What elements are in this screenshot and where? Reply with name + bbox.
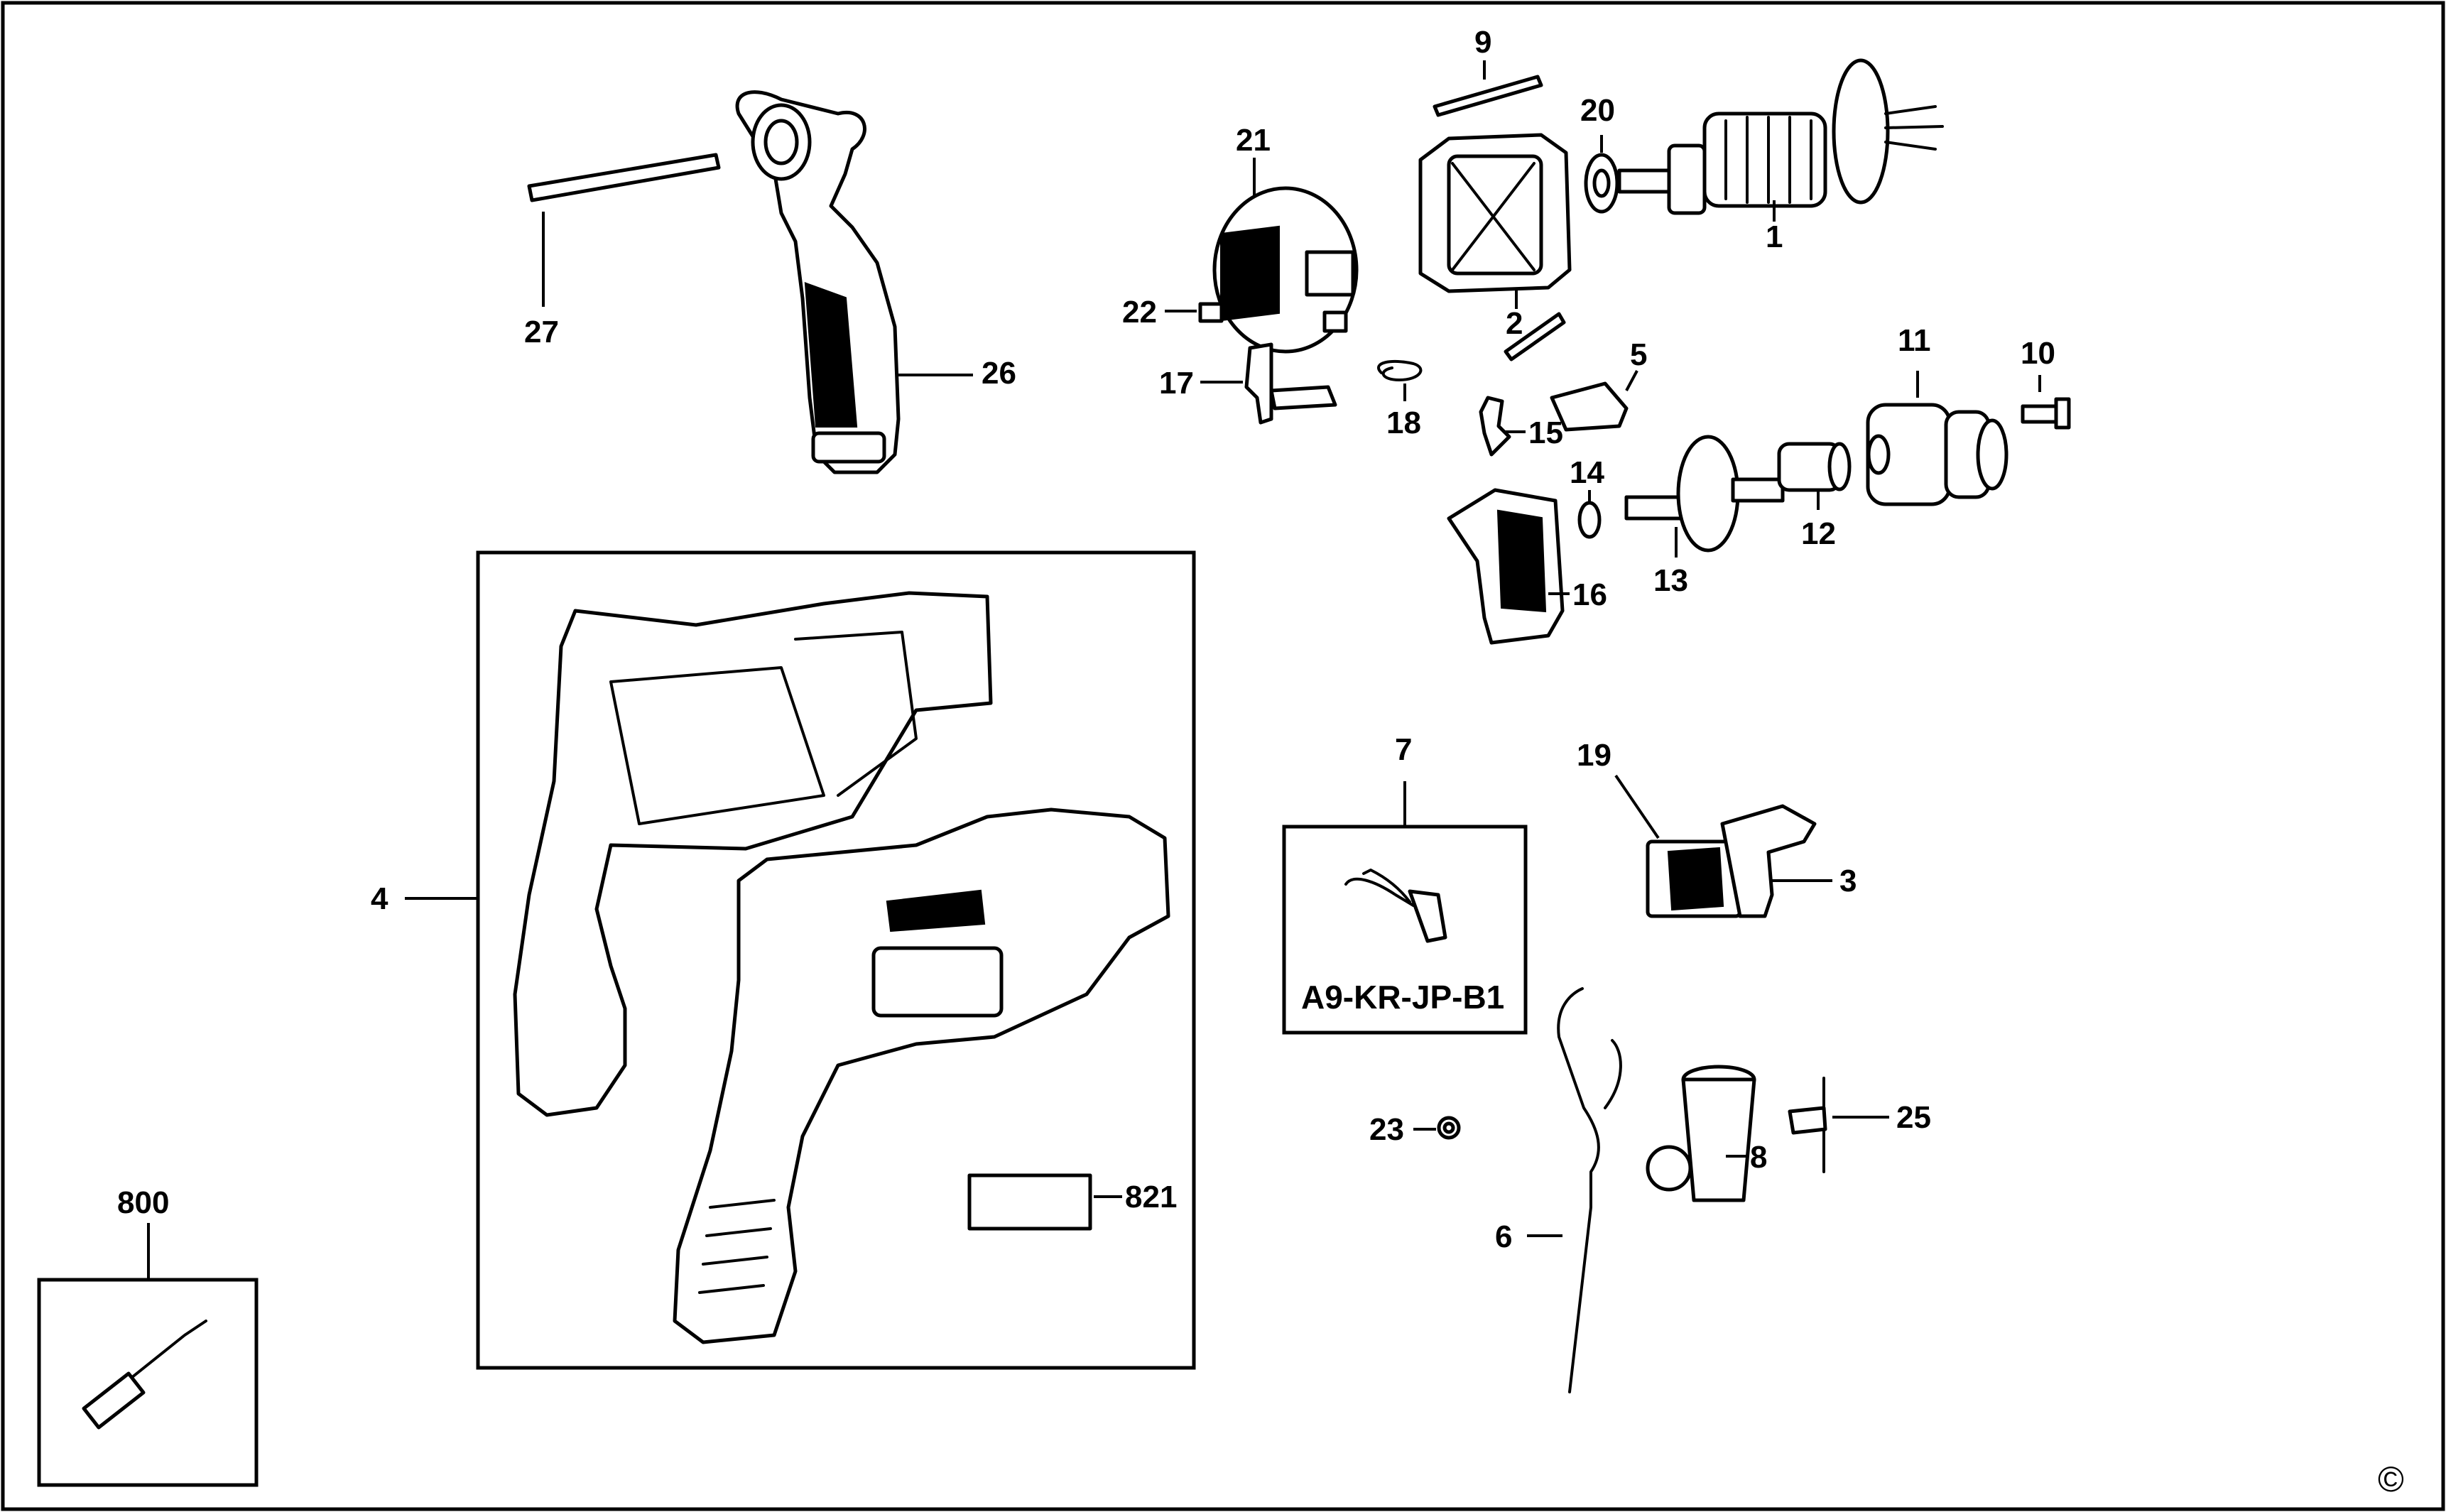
part-2-field-stator: 2	[1418, 133, 1572, 341]
part-26-side-handle: 26	[735, 90, 1016, 474]
part-19-switch: 19	[1577, 738, 1742, 918]
label-8: 8	[1750, 1140, 1767, 1175]
part-9-long-screw: 9	[1433, 25, 1566, 361]
part-11-chuck: 11	[1866, 323, 2009, 506]
label-17: 17	[1159, 366, 1194, 401]
part-800-cord-box: 800	[37, 1185, 259, 1487]
label-23: 23	[1369, 1112, 1404, 1147]
part-4-housing-frame	[476, 550, 1196, 1370]
part-14-ring: 14	[1570, 455, 1604, 539]
label-10: 10	[2021, 336, 2055, 371]
label-20: 20	[1580, 93, 1615, 128]
part-15-lever: 15	[1479, 396, 1563, 457]
label-9: 9	[1474, 25, 1491, 60]
kit-label: A9-KR-JP-B1	[1301, 979, 1504, 1016]
copyright-mark: ©	[2378, 1459, 2404, 1499]
part-6-rod: 6	[1495, 987, 1622, 1393]
part-23-nut: 23	[1369, 1112, 1461, 1147]
label-21: 21	[1236, 123, 1271, 158]
part-22-carbon-brush: 22	[1122, 295, 1348, 333]
label-15: 15	[1528, 415, 1563, 450]
part-821-label-plate: 821	[967, 1173, 1177, 1231]
part-25-chuck-key: 25	[1788, 1077, 1931, 1173]
label-26: 26	[982, 356, 1016, 391]
part-7-service-kit: 7 A9-KR-JP-B1	[1282, 732, 1528, 1035]
part-8-key-holder: 8	[1646, 1065, 1767, 1202]
label-7: 7	[1395, 732, 1412, 767]
label-821: 821	[1125, 1180, 1177, 1214]
part-27-depth-rod: 27	[524, 153, 721, 349]
part-3-trigger: 3	[1720, 804, 1857, 918]
part-18-spring: 18	[1377, 359, 1423, 440]
part-10-chuck-screw: 10	[2021, 336, 2071, 430]
part-21-brush-plate: 21	[1212, 123, 1359, 354]
label-6: 6	[1495, 1219, 1512, 1254]
label-2: 2	[1506, 306, 1523, 341]
label-5: 5	[1630, 337, 1647, 372]
label-22: 22	[1122, 295, 1157, 330]
part-16-gear-housing: 16	[1447, 488, 1607, 645]
label-1: 1	[1766, 219, 1783, 254]
label-25: 25	[1896, 1100, 1931, 1135]
part-12-sleeve: 12	[1777, 442, 1852, 551]
label-4: 4	[371, 881, 388, 916]
part-1-armature: 1	[1617, 58, 1944, 254]
label-19: 19	[1577, 738, 1611, 773]
part-4-housing: 4	[371, 591, 1170, 1344]
part-13-spindle-gear: 13	[1624, 435, 1785, 598]
label-18: 18	[1386, 406, 1421, 440]
part-17-switch-lever: 17	[1159, 342, 1337, 425]
label-800: 800	[117, 1185, 169, 1220]
label-11: 11	[1898, 323, 1931, 358]
label-12: 12	[1801, 516, 1836, 551]
label-14: 14	[1570, 455, 1604, 490]
part-5-slider: 5	[1550, 337, 1647, 432]
label-16: 16	[1572, 577, 1607, 612]
part-20-bearing: 20	[1580, 93, 1619, 214]
label-27: 27	[524, 315, 559, 349]
label-13: 13	[1653, 563, 1688, 598]
label-3: 3	[1839, 864, 1857, 898]
